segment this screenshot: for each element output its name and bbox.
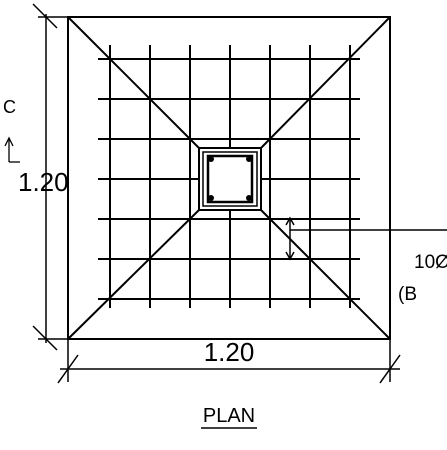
rebar-grid <box>98 45 360 308</box>
footing-diagonal-tr <box>260 16 391 149</box>
section-arrow-head <box>4 136 14 147</box>
footing-diagonal-tl <box>67 16 200 149</box>
width-tick-right <box>379 354 401 384</box>
width-tick-left <box>57 354 79 384</box>
column-bar-br <box>246 195 252 201</box>
section-marker-letter: C <box>3 97 16 117</box>
column-tie <box>206 154 254 204</box>
callout-sublabel: (B <box>398 284 417 305</box>
column-bar-tr <box>246 156 252 162</box>
spacing-arrow-bottom <box>285 251 295 261</box>
spacing-arrow-top <box>285 216 295 226</box>
spacing-callout <box>285 216 447 261</box>
callout-label: 10Ø <box>414 252 447 273</box>
column-bar-bl <box>208 195 214 201</box>
width-dimension-label: 1.20 <box>204 337 255 367</box>
column-bar-tl <box>208 156 214 162</box>
callout-diameter-symbol: Ø <box>435 252 447 273</box>
section-marker-arrow <box>4 136 20 163</box>
width-dimension <box>57 339 401 384</box>
column <box>198 147 262 211</box>
footing-outer-outline <box>67 16 391 340</box>
callout-number: 10 <box>414 252 435 273</box>
column-outline <box>202 151 258 207</box>
footing <box>67 16 391 340</box>
plan-title: PLAN <box>203 405 255 427</box>
height-tick-bottom <box>32 325 58 351</box>
height-tick-top <box>32 3 58 29</box>
height-dimension-label: 1.20 <box>18 167 69 197</box>
footing-diagonal-br <box>260 209 391 340</box>
height-dimension <box>32 3 68 351</box>
footing-diagonal-bl <box>67 209 200 340</box>
